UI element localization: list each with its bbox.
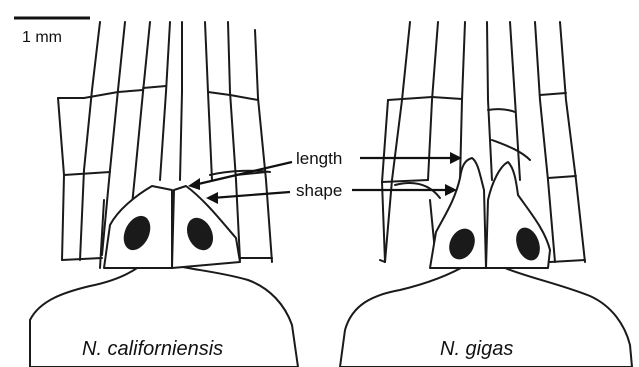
length-label: length bbox=[296, 149, 342, 168]
gigas-right-plate bbox=[486, 162, 550, 268]
caption-gigas: N. gigas bbox=[440, 338, 513, 360]
length-arrow-left bbox=[194, 162, 292, 185]
specimen-gigas bbox=[340, 22, 632, 367]
shape-arrow-left bbox=[212, 192, 290, 198]
scale-bar: 1 mm bbox=[14, 18, 90, 46]
shape-label: shape bbox=[296, 181, 342, 200]
scale-bar-label: 1 mm bbox=[22, 29, 62, 46]
shape-arrowhead-left bbox=[206, 192, 218, 204]
caption-californiensis: N. californiensis bbox=[82, 338, 223, 360]
